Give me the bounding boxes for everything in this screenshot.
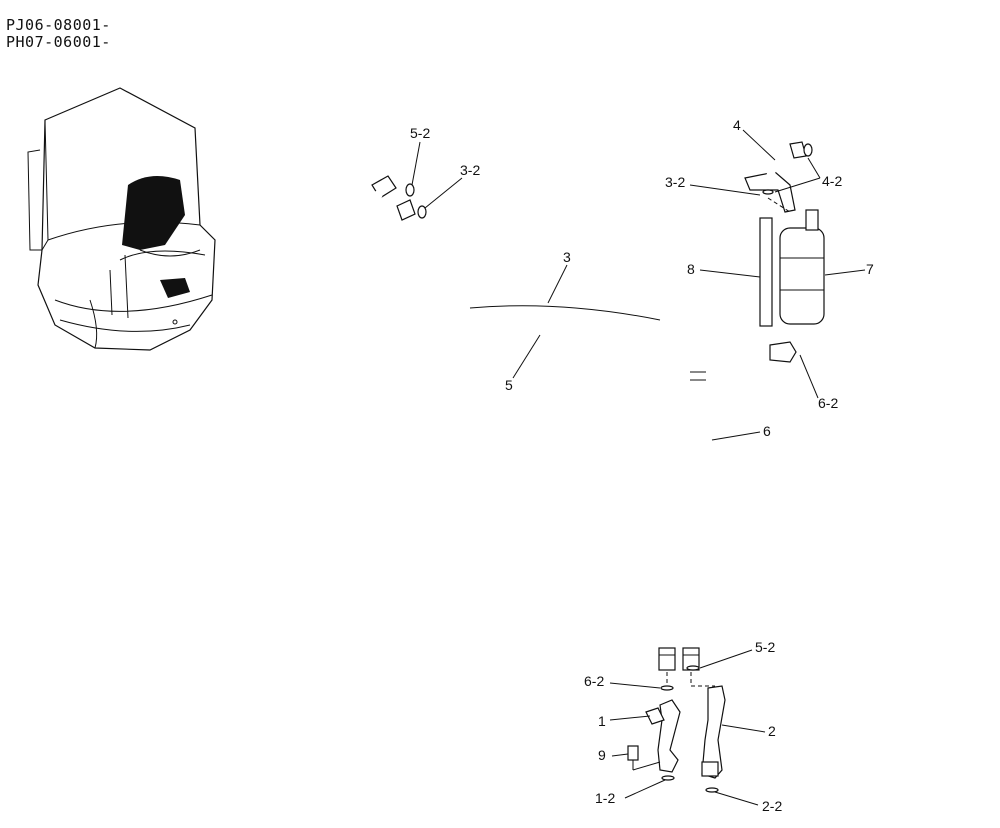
callout-7: 7 bbox=[866, 261, 874, 277]
callout-4-2: 4-2 bbox=[822, 173, 842, 189]
callout-2: 2 bbox=[768, 723, 776, 739]
callout-6: 6 bbox=[763, 423, 771, 439]
callout-5-2-upper: 5-2 bbox=[410, 125, 430, 141]
leader-lines bbox=[411, 129, 866, 806]
callout-1: 1 bbox=[598, 713, 606, 729]
serial-range-2: PH07-06001- bbox=[6, 33, 111, 51]
callout-6-2-lower: 6-2 bbox=[584, 673, 604, 689]
callout-labels: 5-2 3-2 3 5 4 3-2 4-2 8 7 6-2 6 5-2 6-2 … bbox=[410, 117, 874, 814]
callout-3-2-right: 3-2 bbox=[665, 174, 685, 190]
callout-2-2: 2-2 bbox=[762, 798, 782, 814]
hose-bundle-3-5 bbox=[356, 203, 749, 402]
receiver-drier-assembly bbox=[744, 141, 825, 327]
callout-6-2-right: 6-2 bbox=[818, 395, 838, 411]
callout-3-2-left: 3-2 bbox=[460, 162, 480, 178]
serial-range-1: PJ06-08001- bbox=[6, 16, 111, 34]
callout-5: 5 bbox=[505, 377, 513, 393]
callout-1-2: 1-2 bbox=[595, 790, 615, 806]
hose-6 bbox=[658, 341, 797, 671]
callout-3: 3 bbox=[563, 249, 571, 265]
upper-left-fittings bbox=[365, 175, 427, 221]
callout-8: 8 bbox=[687, 261, 695, 277]
callout-9: 9 bbox=[598, 747, 606, 763]
machine-overview bbox=[27, 87, 216, 351]
callout-5-2-lower: 5-2 bbox=[755, 639, 775, 655]
callout-4: 4 bbox=[733, 117, 741, 133]
lower-fittings bbox=[627, 665, 726, 793]
